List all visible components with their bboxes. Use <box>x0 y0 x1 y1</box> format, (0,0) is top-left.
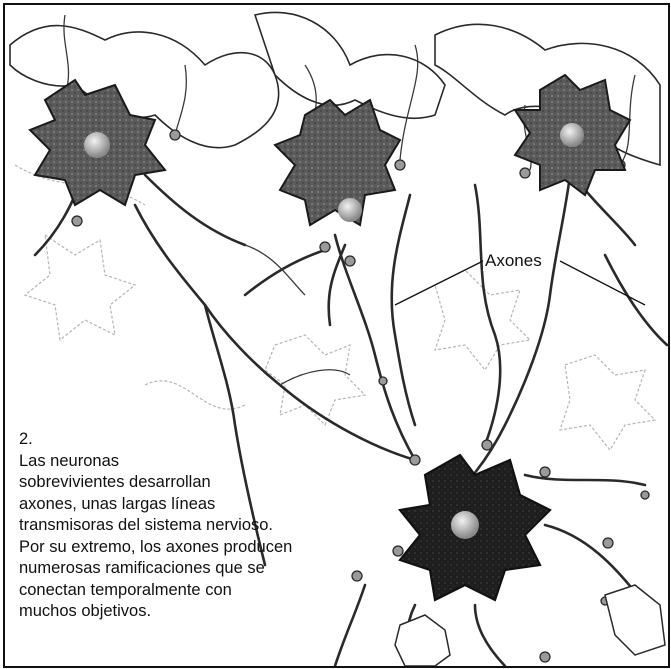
caption: 2. Las neuronas sobrevivientes desarroll… <box>19 429 389 623</box>
caption-line: conectan temporalmente con <box>19 580 389 602</box>
axon-label: Axones <box>483 251 544 271</box>
neuron-bottom-left-partial <box>395 615 450 666</box>
caption-line: muchos objetivos. <box>19 601 389 623</box>
caption-line: axones, unas largas líneas <box>19 494 389 516</box>
caption-line: numerosas ramificaciones que se <box>19 558 389 580</box>
step-number: 2. <box>19 429 389 451</box>
neuron-top-center <box>275 100 400 225</box>
caption-line: transmisoras del sistema nervioso. <box>19 515 389 537</box>
caption-line: sobrevivientes desarrollan <box>19 472 389 494</box>
neuron-bottom-right-partial <box>605 585 665 655</box>
caption-line: Por su extremo, los axones producen <box>19 537 389 559</box>
figure-frame: Axones 2. Las neuronas sobrevivientes de… <box>3 3 670 668</box>
caption-line: Las neuronas <box>19 451 389 473</box>
